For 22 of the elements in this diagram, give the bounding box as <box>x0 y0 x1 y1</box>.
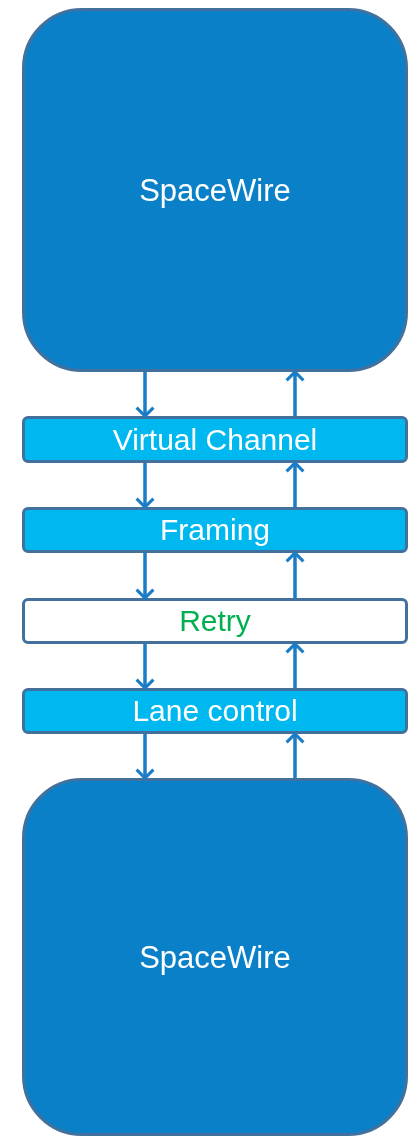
layer-box <box>22 778 408 1136</box>
arrow <box>285 642 305 688</box>
arrow <box>135 734 155 780</box>
layer-label: SpaceWire <box>139 941 291 973</box>
layer-bar <box>22 507 408 553</box>
layer-label: Framing <box>160 515 270 545</box>
arrow <box>285 370 305 416</box>
arrow <box>135 644 155 690</box>
layer-label: Virtual Channel <box>112 424 318 455</box>
layer-bar <box>22 416 408 463</box>
arrow <box>285 551 305 598</box>
layer-box <box>22 8 408 372</box>
layer-label: Lane control <box>132 696 298 726</box>
arrow <box>135 372 155 418</box>
arrow <box>285 461 305 507</box>
layer-label: SpaceWire <box>139 174 291 206</box>
arrow <box>135 463 155 509</box>
layer-bar <box>22 688 408 734</box>
arrow <box>135 553 155 600</box>
layer-label: Retry <box>179 606 251 636</box>
arrow <box>285 732 305 778</box>
layer-bar <box>22 598 408 644</box>
